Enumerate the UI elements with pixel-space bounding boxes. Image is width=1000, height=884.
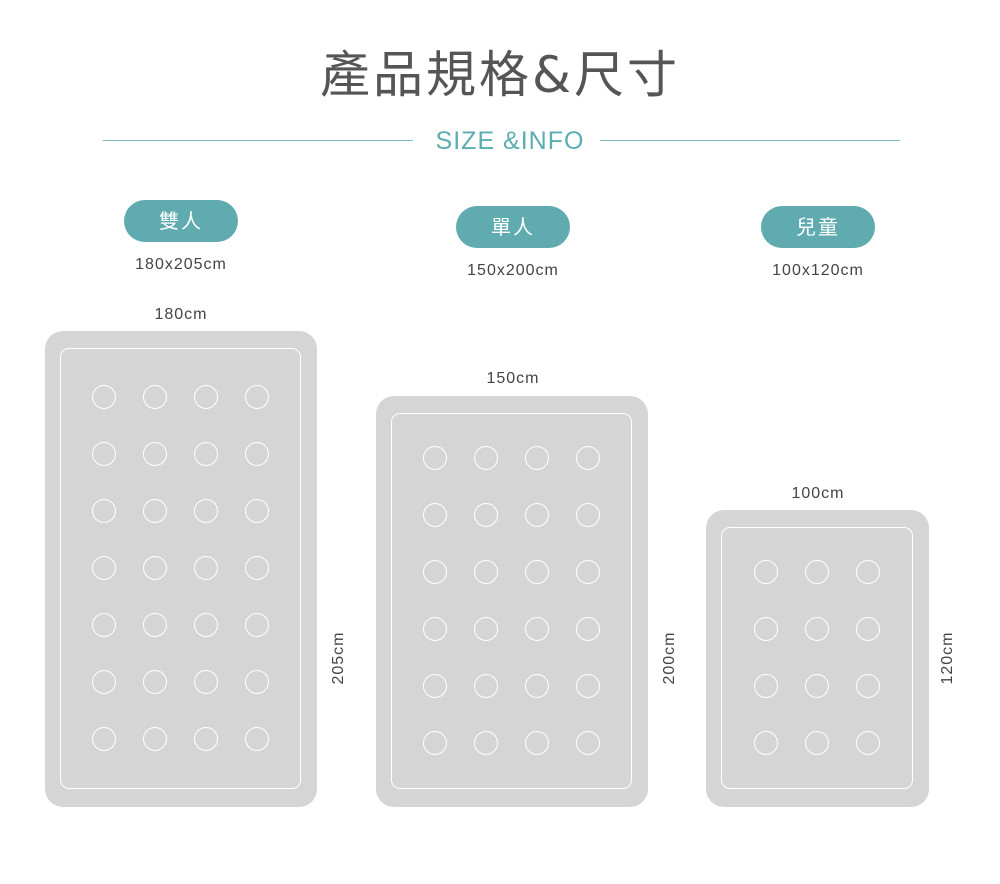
air-coil-circle	[856, 560, 880, 584]
width-label-single: 150cm	[486, 370, 540, 387]
air-coil-circle	[805, 560, 829, 584]
air-coil-circle	[805, 731, 829, 755]
air-coil-circle	[525, 560, 549, 584]
air-coil-circle	[92, 613, 116, 637]
air-coil-circle	[143, 499, 167, 523]
product-name-single: 單人	[456, 206, 570, 248]
air-coil-circle	[474, 503, 498, 527]
air-coil-circle	[576, 731, 600, 755]
air-coil-circle	[423, 503, 447, 527]
air-coil-circle	[92, 670, 116, 694]
air-coil-circle	[423, 560, 447, 584]
air-coil-circle	[245, 613, 269, 637]
air-coil-circle	[576, 560, 600, 584]
air-coil-circle	[423, 446, 447, 470]
air-coil-circle	[143, 613, 167, 637]
air-coil-circle	[143, 670, 167, 694]
air-coil-circle	[576, 503, 600, 527]
air-coil-circle	[92, 442, 116, 466]
air-coil-circle	[194, 385, 218, 409]
air-coil-circle	[194, 499, 218, 523]
air-coil-circle	[474, 674, 498, 698]
air-coil-circle	[245, 556, 269, 580]
subtitle: SIZE &INFO	[435, 127, 585, 155]
air-coil-circle	[525, 503, 549, 527]
air-coil-circle	[525, 617, 549, 641]
divider-right	[600, 140, 900, 141]
air-coil-circle	[143, 385, 167, 409]
air-coil-circle	[576, 674, 600, 698]
air-coil-circle	[245, 385, 269, 409]
air-coil-circle	[525, 446, 549, 470]
air-coil-circle	[525, 731, 549, 755]
air-coil-circle	[194, 442, 218, 466]
air-coil-circle	[143, 727, 167, 751]
divider-left	[103, 140, 413, 141]
air-coil-circle	[423, 731, 447, 755]
mattress-inner-border	[721, 527, 913, 789]
air-coil-circle	[423, 617, 447, 641]
air-coil-circle	[143, 442, 167, 466]
air-coil-circle	[194, 670, 218, 694]
air-coil-circle	[474, 560, 498, 584]
mattress-inner-border	[391, 413, 632, 789]
air-coil-circle	[754, 560, 778, 584]
air-coil-circle	[194, 727, 218, 751]
air-coil-circle	[856, 674, 880, 698]
product-name-kids: 兒童	[761, 206, 875, 248]
air-coil-circle	[92, 727, 116, 751]
air-coil-circle	[576, 617, 600, 641]
air-coil-circle	[194, 613, 218, 637]
length-label-single: 200cm	[661, 631, 678, 685]
air-coil-circle	[245, 499, 269, 523]
air-coil-circle	[474, 446, 498, 470]
air-coil-circle	[423, 674, 447, 698]
air-coil-circle	[576, 446, 600, 470]
air-coil-circle	[805, 674, 829, 698]
air-coil-circle	[754, 617, 778, 641]
air-coil-circle	[856, 617, 880, 641]
air-coil-circle	[805, 617, 829, 641]
product-size-single: 150x200cm	[467, 262, 559, 279]
air-coil-circle	[92, 556, 116, 580]
air-coil-circle	[143, 556, 167, 580]
mattress-single	[376, 396, 648, 807]
length-label-kids: 120cm	[939, 631, 956, 685]
air-coil-circle	[474, 731, 498, 755]
air-coil-circle	[525, 674, 549, 698]
air-coil-circle	[754, 674, 778, 698]
mattress-inner-border	[60, 348, 301, 789]
product-size-double: 180x205cm	[135, 256, 227, 273]
subtitle-row: SIZE &INFO	[103, 122, 900, 160]
air-coil-circle	[92, 385, 116, 409]
length-label-double: 205cm	[330, 631, 347, 685]
width-label-double: 180cm	[154, 306, 208, 323]
air-coil-circle	[474, 617, 498, 641]
width-label-kids: 100cm	[791, 485, 845, 502]
air-coil-circle	[92, 499, 116, 523]
mattress-double	[45, 331, 317, 807]
mattress-kids	[706, 510, 929, 807]
product-size-kids: 100x120cm	[772, 262, 864, 279]
product-name-double: 雙人	[124, 200, 238, 242]
air-coil-circle	[245, 727, 269, 751]
air-coil-circle	[856, 731, 880, 755]
air-coil-circle	[245, 670, 269, 694]
air-coil-circle	[754, 731, 778, 755]
air-coil-circle	[194, 556, 218, 580]
air-coil-circle	[245, 442, 269, 466]
page-title: 產品規格&尺寸	[320, 46, 680, 104]
